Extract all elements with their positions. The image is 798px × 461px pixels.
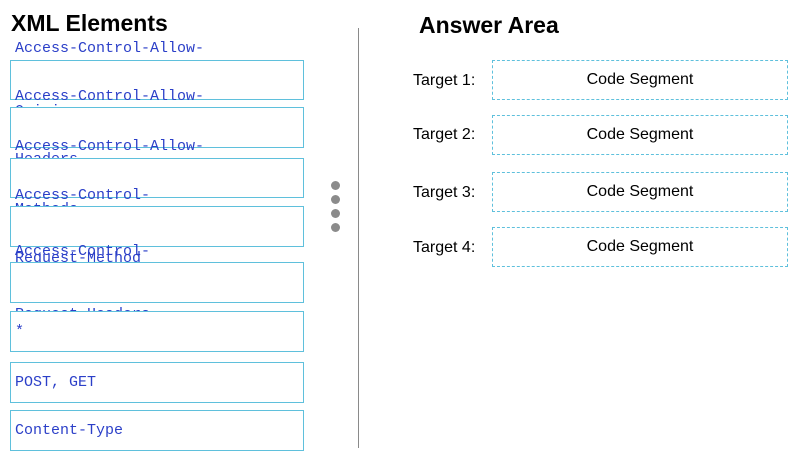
answer-area-heading: Answer Area [419, 12, 559, 38]
xml-elements-heading: XML Elements [11, 10, 168, 36]
tile-text: Content-Type [15, 422, 124, 439]
grip-dot [331, 181, 340, 190]
tile-post-get[interactable]: POST, GET [10, 362, 304, 403]
tile-wildcard[interactable]: * [10, 311, 304, 352]
tile-text: POST, GET [15, 374, 97, 391]
target-4-label: Target 4: [413, 239, 476, 256]
target-2-drop-slot[interactable]: Code Segment [492, 115, 788, 155]
target-2-label: Target 2: [413, 126, 476, 143]
tile-text-line1: Access-Control-Allow- [15, 87, 205, 105]
tile-text-line1: Access-Control-Allow- [15, 138, 205, 155]
grip-dot [331, 195, 340, 204]
target-4-drop-slot[interactable]: Code Segment [492, 227, 788, 267]
tile-text-line1: Access-Control- [15, 186, 151, 204]
tile-access-control-request-method[interactable]: Access-Control- Request-Method [10, 187, 304, 267]
target-3-label: Target 3: [413, 184, 476, 201]
panel-divider [358, 28, 359, 448]
target-3-drop-slot[interactable]: Code Segment [492, 172, 788, 212]
grip-dot [331, 223, 340, 232]
tile-access-control-request-headers[interactable]: Access-Control- Request-Headers [10, 243, 304, 323]
target-1-label: Target 1: [413, 72, 476, 89]
grip-dot [331, 209, 340, 218]
tile-text-line1: Access-Control-Allow- [15, 40, 205, 57]
tile-content-type[interactable]: Content-Type [10, 410, 304, 451]
drag-handle[interactable] [331, 181, 341, 235]
tile-text: * [15, 323, 25, 340]
tile-access-control-allow-origin[interactable]: Access-Control-Allow- Origin [10, 40, 304, 120]
target-1-drop-slot[interactable]: Code Segment [492, 60, 788, 100]
tile-text-line1: Access-Control- [15, 242, 151, 260]
